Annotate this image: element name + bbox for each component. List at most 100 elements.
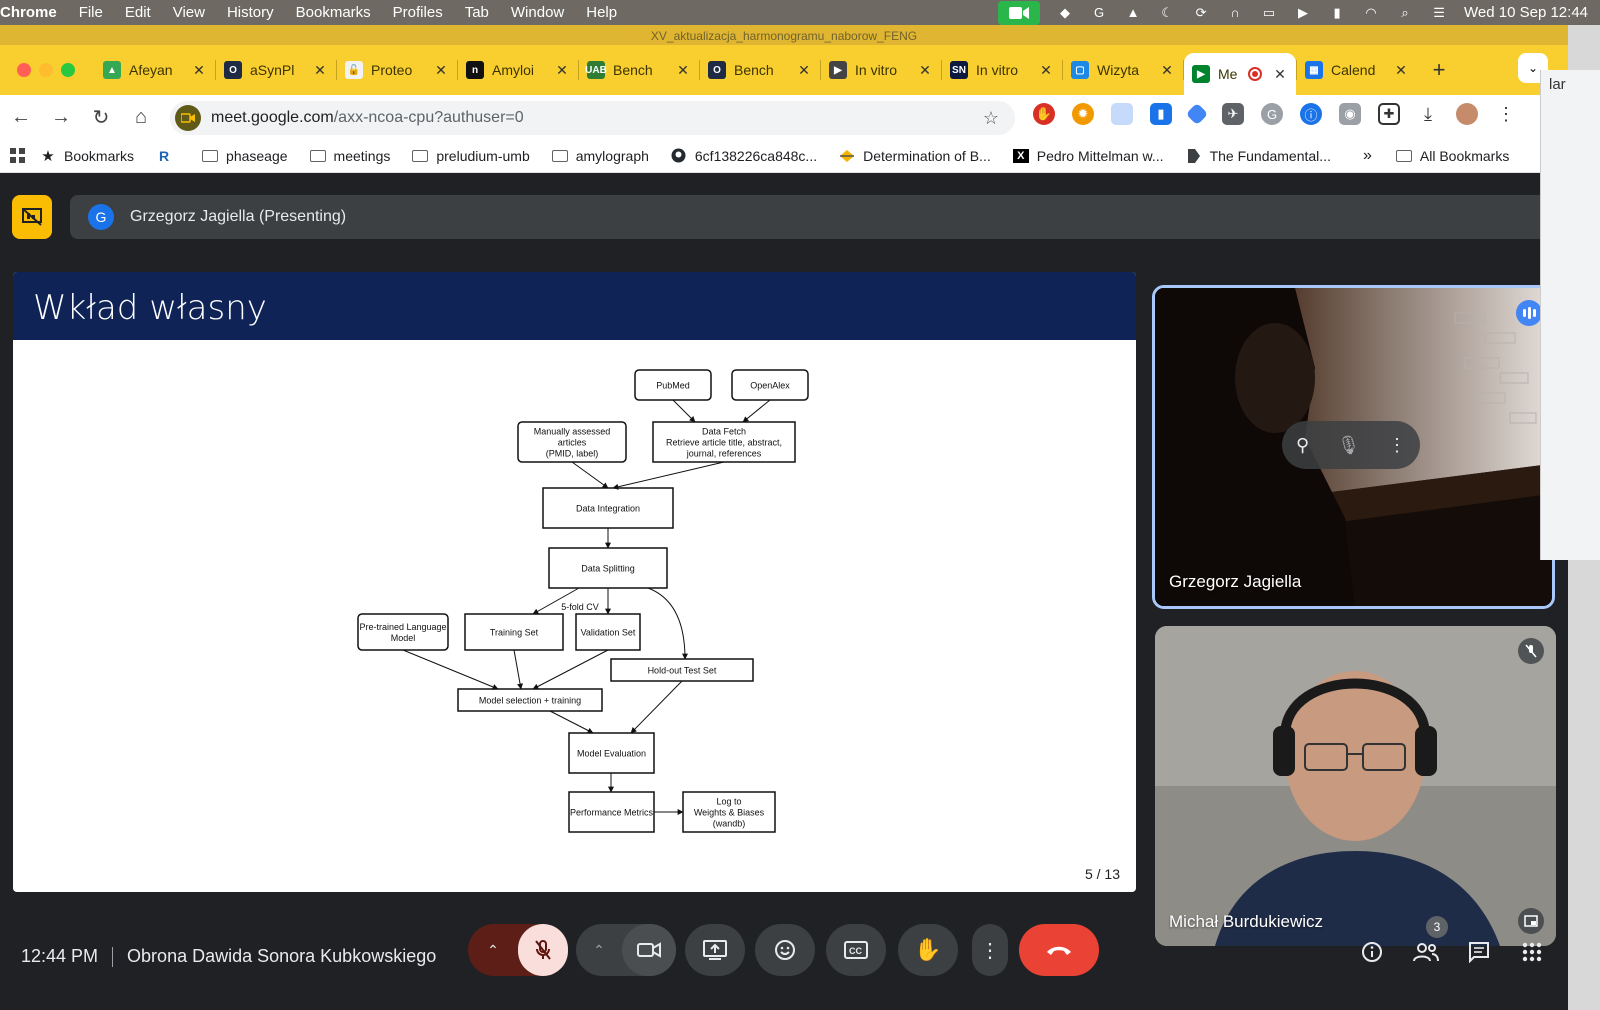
browser-menu-icon[interactable]: ⋮ bbox=[1495, 103, 1517, 125]
bookmark-item[interactable]: phaseage bbox=[202, 148, 288, 164]
adblock-extension-icon[interactable]: ✋ bbox=[1033, 103, 1055, 125]
bookmark-item[interactable]: The Fundamental... bbox=[1186, 148, 1331, 164]
menubar-clock[interactable]: Wed 10 Sep 12:44 bbox=[1464, 4, 1588, 21]
browser-tab[interactable]: ▶In vitro✕ bbox=[821, 52, 941, 88]
new-tab-button[interactable]: + bbox=[1432, 57, 1446, 82]
bookmark-item[interactable]: 6cf138226ca848c... bbox=[671, 148, 817, 164]
tab-close-icon[interactable]: ✕ bbox=[677, 61, 689, 78]
close-window-button[interactable] bbox=[17, 63, 31, 77]
activities-grid-icon[interactable] bbox=[1516, 936, 1548, 968]
bookmark-item[interactable]: meetings bbox=[309, 148, 390, 164]
menu-window[interactable]: Window bbox=[510, 4, 565, 21]
dropbox-icon[interactable]: ◆ bbox=[1060, 4, 1071, 20]
battery-icon[interactable]: ▮ bbox=[1333, 4, 1341, 20]
camera-options-chevron-icon[interactable]: ⌃ bbox=[593, 941, 605, 958]
menu-history[interactable]: History bbox=[226, 4, 274, 21]
doc-extension-icon[interactable] bbox=[1111, 103, 1133, 125]
browser-tab[interactable]: ▲Afeyan✕ bbox=[95, 52, 215, 88]
menu-file[interactable]: File bbox=[78, 4, 103, 21]
mic-options-chevron-icon[interactable]: ⌃ bbox=[487, 941, 499, 958]
participant-tile-presenter[interactable]: ⚲ 🎙 ⋮ Grzegorz Jagiella bbox=[1152, 285, 1555, 609]
forward-button[interactable]: → bbox=[51, 105, 71, 128]
present-screen-button[interactable] bbox=[685, 924, 745, 976]
bookmark-item[interactable]: preludium-umb bbox=[412, 148, 530, 164]
pin-icon[interactable]: ⚲ bbox=[1295, 434, 1310, 455]
password-extension-icon[interactable]: ⓘ bbox=[1300, 103, 1322, 125]
apps-grid-icon[interactable] bbox=[10, 147, 26, 164]
people-icon[interactable] bbox=[1410, 936, 1442, 968]
presentation-badge-icon[interactable] bbox=[12, 195, 52, 239]
more-options-button[interactable]: ⋮ bbox=[972, 924, 1008, 976]
tab-close-icon[interactable]: ✕ bbox=[1274, 65, 1286, 82]
bookmark-item[interactable]: R bbox=[156, 148, 180, 164]
tab-close-icon[interactable]: ✕ bbox=[435, 61, 447, 78]
camera-button[interactable] bbox=[622, 924, 676, 976]
grammarly-extension-icon[interactable]: G bbox=[1261, 103, 1283, 125]
reload-button[interactable]: ↻ bbox=[92, 106, 110, 129]
zoom-window-button[interactable] bbox=[61, 63, 75, 77]
menu-edit[interactable]: Edit bbox=[124, 4, 151, 21]
control-center-icon[interactable]: ☰ bbox=[1433, 4, 1445, 20]
captions-button[interactable]: CC bbox=[826, 924, 886, 976]
tab-close-icon[interactable]: ✕ bbox=[556, 61, 568, 78]
browser-tab[interactable]: 🔓Proteo✕ bbox=[337, 52, 457, 88]
participant-tile[interactable]: Michał Burdukiewicz bbox=[1155, 626, 1556, 946]
bookmark-item[interactable]: ★Bookmarks bbox=[40, 148, 134, 165]
back-button[interactable]: ← bbox=[11, 105, 31, 128]
tab-close-icon[interactable]: ✕ bbox=[1161, 61, 1173, 78]
mic-off-button[interactable] bbox=[518, 924, 568, 976]
download-icon[interactable]: ⤓ bbox=[1417, 103, 1439, 125]
menu-bookmarks[interactable]: Bookmarks bbox=[295, 4, 371, 21]
camera-extension-icon[interactable]: ◉ bbox=[1339, 103, 1361, 125]
drive-icon[interactable]: ▲ bbox=[1126, 5, 1140, 20]
browser-tab[interactable]: ▦Calend✕ bbox=[1297, 52, 1417, 88]
moon-icon[interactable]: ☾ bbox=[1161, 4, 1173, 20]
grammarly-icon[interactable]: G bbox=[1093, 5, 1105, 20]
diamond-extension-icon[interactable] bbox=[1185, 102, 1209, 126]
tab-active[interactable]: ▶Me✕ bbox=[1184, 53, 1296, 95]
mute-participant-icon[interactable]: 🎙 bbox=[1337, 434, 1361, 455]
end-call-button[interactable] bbox=[1019, 924, 1099, 976]
raise-hand-button[interactable]: ✋ bbox=[898, 924, 958, 976]
site-info-icon[interactable] bbox=[175, 105, 201, 131]
bookmark-star-icon[interactable]: ☆ bbox=[982, 107, 999, 128]
reactions-button[interactable] bbox=[755, 924, 815, 976]
display-icon[interactable]: ▭ bbox=[1262, 4, 1276, 20]
headphones-icon[interactable]: ∩ bbox=[1230, 5, 1240, 20]
wifi-icon[interactable]: ◠ bbox=[1365, 4, 1377, 20]
tab-close-icon[interactable]: ✕ bbox=[919, 61, 931, 78]
menu-profiles[interactable]: Profiles bbox=[392, 4, 443, 21]
address-bar[interactable]: meet.google.com/axx-ncoa-cpu?authuser=0 … bbox=[170, 101, 1015, 135]
app-menu[interactable]: Chrome bbox=[0, 4, 57, 21]
file-extension-icon[interactable]: ▮ bbox=[1150, 103, 1172, 125]
menu-help[interactable]: Help bbox=[586, 4, 618, 21]
minimize-window-button[interactable] bbox=[39, 63, 53, 77]
search-icon[interactable]: ⌕ bbox=[1401, 4, 1409, 20]
camera-in-use-icon[interactable] bbox=[998, 0, 1041, 25]
play-icon[interactable]: ▶ bbox=[1298, 4, 1309, 20]
menu-tab[interactable]: Tab bbox=[464, 4, 489, 21]
chat-icon[interactable] bbox=[1463, 936, 1495, 968]
satellite-extension-icon[interactable]: ✈ bbox=[1222, 103, 1244, 125]
tab-close-icon[interactable]: ✕ bbox=[1395, 61, 1407, 78]
more-bookmarks-icon[interactable]: » bbox=[1362, 146, 1372, 164]
sun-extension-icon[interactable]: ✹ bbox=[1072, 103, 1094, 125]
tab-close-icon[interactable]: ✕ bbox=[1040, 61, 1052, 78]
tab-close-icon[interactable]: ✕ bbox=[798, 61, 810, 78]
profile-avatar[interactable] bbox=[1456, 103, 1478, 125]
pip-icon[interactable] bbox=[1518, 908, 1544, 934]
home-button[interactable]: ⌂ bbox=[134, 105, 148, 128]
meeting-info-icon[interactable] bbox=[1356, 936, 1388, 968]
more-options-icon[interactable]: ⋮ bbox=[1388, 434, 1406, 455]
all-bookmarks[interactable]: All Bookmarks bbox=[1395, 148, 1509, 164]
browser-tab[interactable]: ▢Wizyta✕ bbox=[1063, 52, 1183, 88]
menu-view[interactable]: View bbox=[172, 4, 205, 21]
tab-close-icon[interactable]: ✕ bbox=[314, 61, 326, 78]
bookmark-item[interactable]: amylograph bbox=[551, 148, 649, 164]
sync-icon[interactable]: ⟳ bbox=[1195, 4, 1207, 20]
